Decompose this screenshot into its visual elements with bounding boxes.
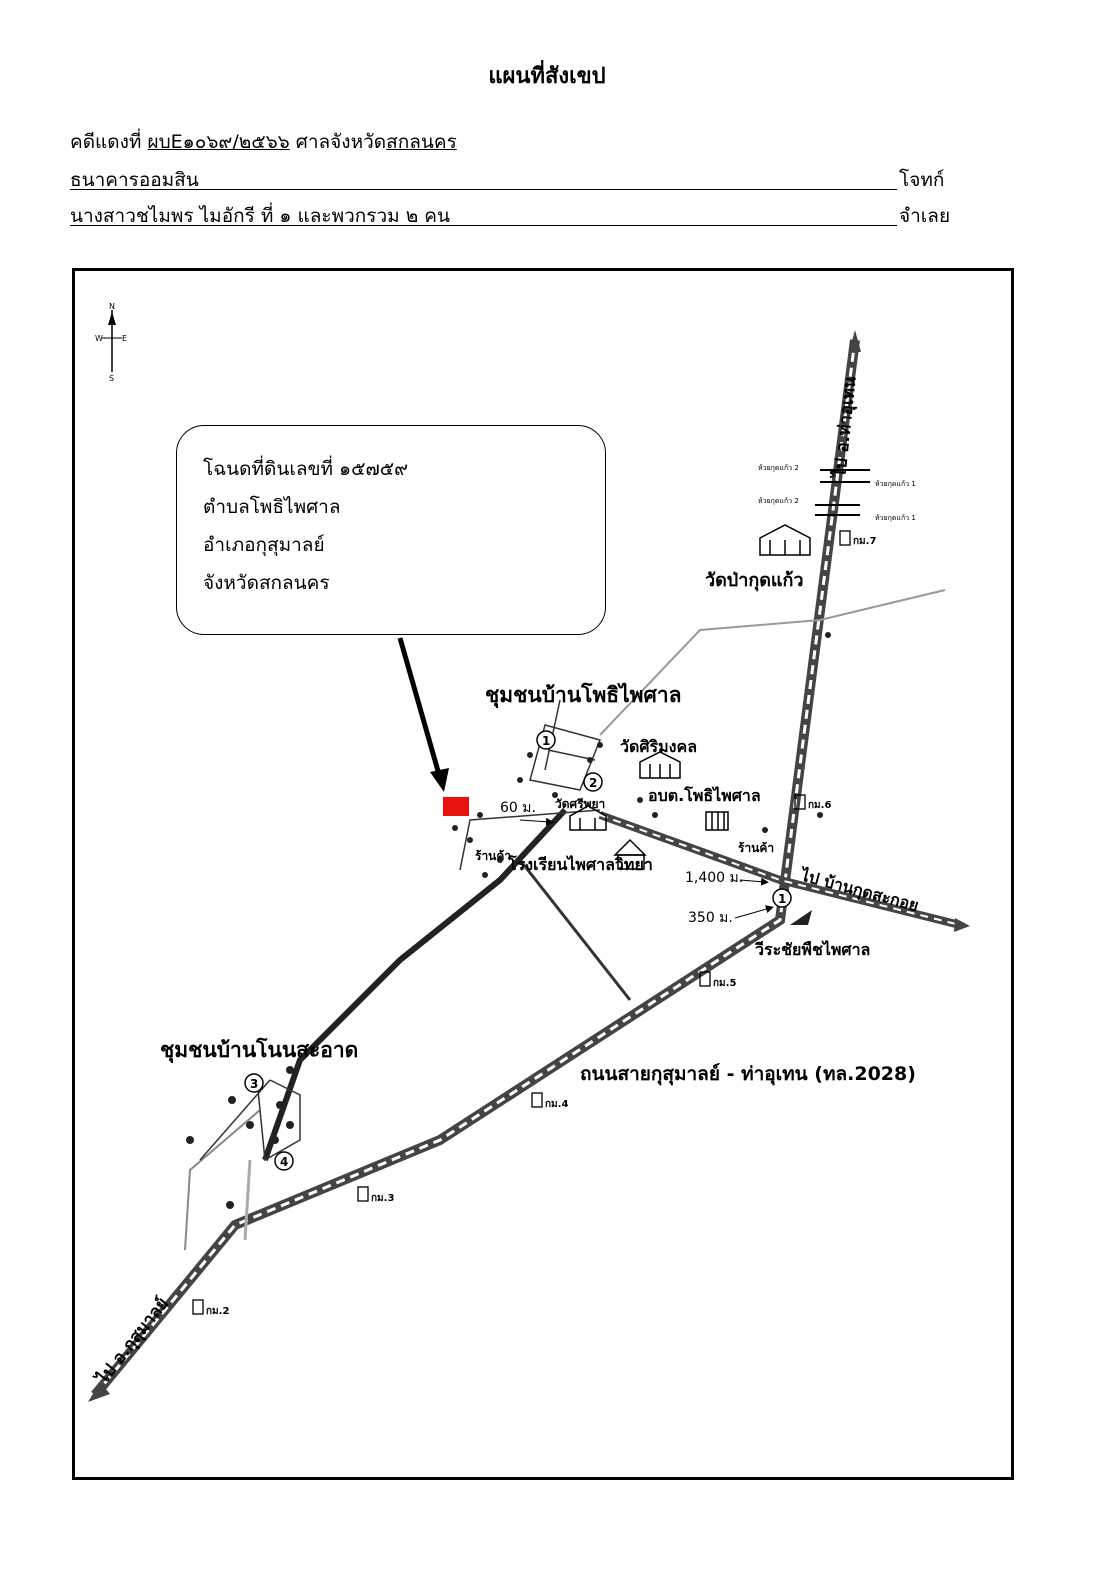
- school-icon: [613, 838, 647, 870]
- distance-label: 60 ม.: [500, 800, 536, 816]
- highway-road: [88, 330, 861, 1402]
- case-line: คดีแดงที่ ผบE๑๐๖๙/๒๕๖๖ ศาลจังหวัดสกลนคร: [70, 127, 457, 157]
- memorial-label: วีระชัยพืชไพศาล: [754, 940, 870, 959]
- number-label: 2: [589, 776, 597, 790]
- temple-label: วัดศรีพยา: [555, 797, 605, 811]
- parcel-callout: โฉนดที่ดินเลขที่ ๑๕๗๕๙ ตำบลโพธิไพศาล อำเ…: [176, 425, 606, 635]
- temple-icon: [569, 805, 607, 831]
- direction-label: ไป อ.กุสุมาลย์: [91, 1293, 173, 1389]
- km-label: กม.6: [808, 800, 831, 811]
- case-prefix: คดีแดงที่: [70, 131, 142, 153]
- distance-label: 1,400 ม.: [685, 870, 743, 886]
- defendant-name: นางสาวชไมพร ไมอักรี ที่ ๑ และพวกรวม ๒ คน: [70, 205, 451, 227]
- bridge-label: ห้วยกุดแก้ว 1: [875, 514, 916, 522]
- court-name: สกลนคร: [386, 131, 457, 153]
- court-prefix: ศาลจังหวัด: [295, 131, 387, 153]
- shop-label: ร้านค้า: [738, 841, 774, 855]
- number-label: 1: [542, 734, 550, 748]
- defendant-line: นางสาวชไมพร ไมอักรี ที่ ๑ และพวกรวม ๒ คน: [70, 201, 897, 227]
- callout-line: ตำบลโพธิไพศาล: [203, 496, 341, 518]
- number-label: 3: [250, 1077, 258, 1091]
- bridge-label: ห้วยกุดแก้ว 1: [875, 480, 916, 488]
- compass-n: N: [109, 302, 115, 311]
- number-marker: [274, 1151, 294, 1171]
- side-road-east: [598, 811, 970, 932]
- number-label: 4: [280, 1155, 288, 1169]
- callout-line: โฉนดที่ดินเลขที่ ๑๕๗๕๙: [203, 458, 409, 480]
- temple-icon: [759, 524, 811, 556]
- highway-label: ถนนสายกุสุมาลย์ - ท่าอุเทน (ทล.2028): [580, 1063, 916, 1086]
- parcel-marker: [443, 797, 469, 816]
- house-markers: [186, 632, 831, 1209]
- page-title: แผนที่สังเขป: [488, 64, 606, 89]
- number-marker: [583, 772, 603, 792]
- compass-e: E: [122, 334, 127, 343]
- memorial-icon: [790, 910, 812, 925]
- map-frame: [72, 268, 1014, 1480]
- km-label: กม.2: [206, 1306, 229, 1317]
- km-label: กม.5: [713, 978, 736, 989]
- temple-icon: [639, 751, 681, 779]
- distance-label: 350 ม.: [688, 910, 733, 926]
- school-label: โรงเรียนไพศาลวิทยา: [507, 854, 653, 874]
- compass-w: W: [95, 334, 103, 343]
- km-label: กม.3: [371, 1193, 394, 1204]
- temple-label: วัดป่ากุดแก้ว: [705, 570, 804, 592]
- case-number: ผบE๑๐๖๙/๒๕๖๖: [147, 131, 290, 153]
- office-icon: [705, 811, 729, 831]
- bridge-label: ห้วยกุดแก้ว 2: [758, 464, 799, 472]
- village-road: [262, 807, 568, 1161]
- km-label: กม.7: [853, 536, 876, 547]
- plaintiff-line: ธนาคารออมสิน: [70, 165, 897, 191]
- km-post-icon: [192, 530, 851, 1315]
- number-label: 1: [778, 892, 786, 906]
- community-label: ชุมชนบ้านโนนสะอาด: [160, 1037, 358, 1064]
- km-label: กม.4: [545, 1099, 568, 1110]
- shop-label: ร้านค้า: [475, 849, 511, 863]
- compass-s: S: [109, 374, 114, 383]
- callout-line: อำเภอกุสุมาลย์: [203, 534, 325, 556]
- defendant-role: จำเลย: [899, 205, 951, 227]
- number-marker: [536, 730, 556, 750]
- plaintiff-name: ธนาคารออมสิน: [70, 169, 199, 191]
- community-label: ชุมชนบ้านโพธิไพศาล: [485, 682, 682, 709]
- northwest-road: [599, 589, 946, 736]
- plaintiff-role: โจทก์: [899, 169, 945, 191]
- office-label: อบต.โพธิไพศาล: [648, 785, 761, 805]
- bridge-label: ห้วยกุดแก้ว 2: [758, 497, 799, 505]
- number-marker: [244, 1073, 264, 1093]
- callout-line: จังหวัดสกลนคร: [203, 572, 330, 594]
- callout-arrow: [397, 637, 449, 792]
- compass-icon: N S W E: [95, 302, 127, 383]
- bridge-icon: [815, 469, 870, 516]
- temple-label: วัดศิริมงคล: [620, 737, 697, 756]
- village-grid: [199, 699, 602, 1162]
- school-road: [518, 859, 632, 1001]
- direction-label: ไป อ.ท่าอุเทน: [829, 375, 861, 481]
- number-marker: [772, 888, 792, 908]
